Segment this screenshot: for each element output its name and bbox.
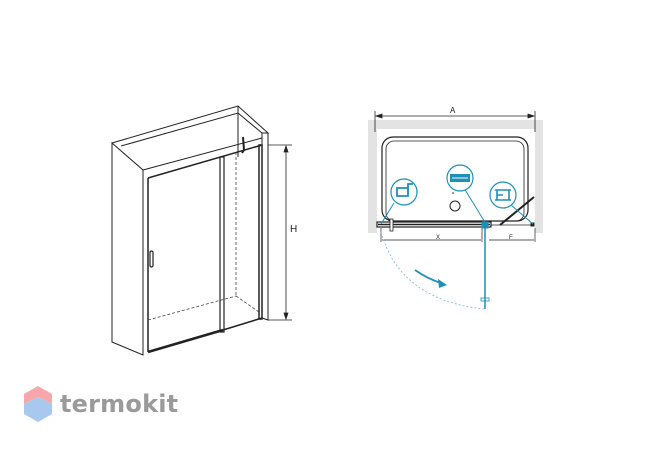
door-handle <box>149 250 154 268</box>
fixed-panel-label: F <box>509 235 513 241</box>
logo-text: termokit <box>60 390 179 418</box>
detail-callout-profile <box>446 164 474 192</box>
right-wall <box>261 132 269 321</box>
door-frame <box>147 144 263 354</box>
drain <box>449 200 461 212</box>
detail-callout-seal <box>489 181 517 209</box>
detail-callout-hinge <box>390 178 418 206</box>
door-profile <box>376 196 535 232</box>
width-dimension <box>374 111 536 132</box>
door-dimensions <box>380 228 536 242</box>
swing-arrow <box>414 269 442 284</box>
left-wall <box>111 141 144 356</box>
front-view <box>111 105 292 356</box>
swing-arc <box>380 231 485 310</box>
plan-view <box>368 111 543 310</box>
back-wall-top <box>111 105 270 144</box>
height-label: H <box>290 224 297 235</box>
logo-hexagon-icon <box>24 386 52 422</box>
width-label: A <box>450 106 456 115</box>
height-dimension <box>268 144 292 321</box>
termokit-logo: termokit <box>24 386 178 422</box>
door-width-label: X <box>436 235 440 241</box>
